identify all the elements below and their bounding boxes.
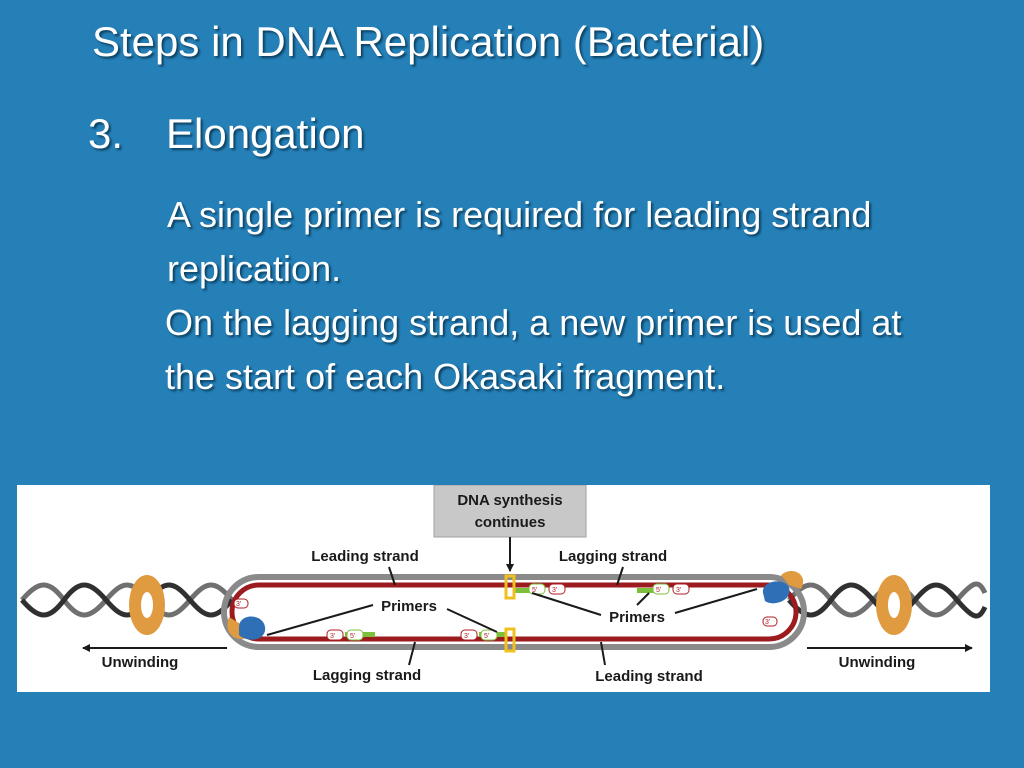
origin-marker-bottom	[504, 627, 516, 653]
replication-diagram-svg: 5' 3' 5' 3' 3' 5' 3' 5' 3' 3'	[20, 485, 988, 685]
label-unwinding-left: Unwinding	[102, 654, 179, 671]
step-number: 3.	[88, 110, 124, 157]
synthesis-box-line1: DNA synthesis	[457, 492, 562, 509]
slide-title: Steps in DNA Replication (Bacterial)	[92, 18, 765, 65]
synthesis-box-line2: continues	[475, 514, 546, 531]
tag-5prime: 5'	[484, 633, 489, 640]
primer-top-2	[637, 588, 665, 593]
tag-5prime: 5'	[350, 633, 355, 640]
label-lagging-strand-top: Lagging strand	[559, 548, 667, 565]
tag-5prime: 5'	[656, 587, 661, 594]
label-leading-strand-bottom: Leading strand	[595, 668, 703, 685]
tag-5prime: 5'	[532, 587, 537, 594]
pointer-primers-left-1	[266, 604, 374, 636]
helicase-left-hole	[141, 592, 153, 618]
label-lagging-strand-bottom: Lagging strand	[313, 667, 421, 684]
pointer-primers-right-2	[674, 588, 758, 614]
tag-3prime: 3'	[552, 587, 557, 594]
synthesis-box	[433, 485, 587, 538]
tag-3prime: 3'	[765, 619, 770, 626]
body-text: A single primer is required for leading …	[165, 188, 955, 404]
pointer-primers-left-2	[446, 608, 498, 633]
pointer-primers-right-1	[531, 592, 602, 616]
replication-diagram: 5' 3' 5' 3' 3' 5' 3' 5' 3' 3'	[17, 485, 990, 692]
tag-3prime: 3'	[330, 633, 335, 640]
polymerase-left	[227, 616, 266, 640]
tag-3prime: 3'	[236, 601, 241, 608]
polymerase-right	[762, 570, 804, 604]
step-heading: 3. Elongation	[88, 110, 365, 158]
pointer-primers-right-3	[636, 592, 650, 606]
origin-marker-top	[504, 574, 516, 600]
label-leading-strand-top: Leading strand	[311, 548, 419, 565]
step-title: Elongation	[166, 110, 365, 157]
tag-3prime: 3'	[464, 633, 469, 640]
tag-3prime: 3'	[676, 587, 681, 594]
label-primers-left: Primers	[381, 598, 437, 615]
fragment-tags: 5' 3' 5' 3' 3' 5' 3' 5' 3' 3'	[233, 583, 778, 641]
label-primers-right: Primers	[609, 609, 665, 626]
leader-lagging-bottom	[408, 641, 416, 666]
leader-leading-top	[388, 566, 396, 586]
label-unwinding-right: Unwinding	[839, 654, 916, 671]
leader-lagging-top	[616, 566, 624, 586]
primer-top-1	[513, 588, 543, 593]
left-double-helix	[20, 582, 234, 618]
leader-leading-bottom	[600, 641, 606, 666]
paragraph-lagging-primer: On the lagging strand, a new primer is u…	[165, 302, 902, 397]
helicase-right-hole	[888, 592, 900, 618]
paragraph-leading-primer: A single primer is required for leading …	[167, 194, 872, 289]
